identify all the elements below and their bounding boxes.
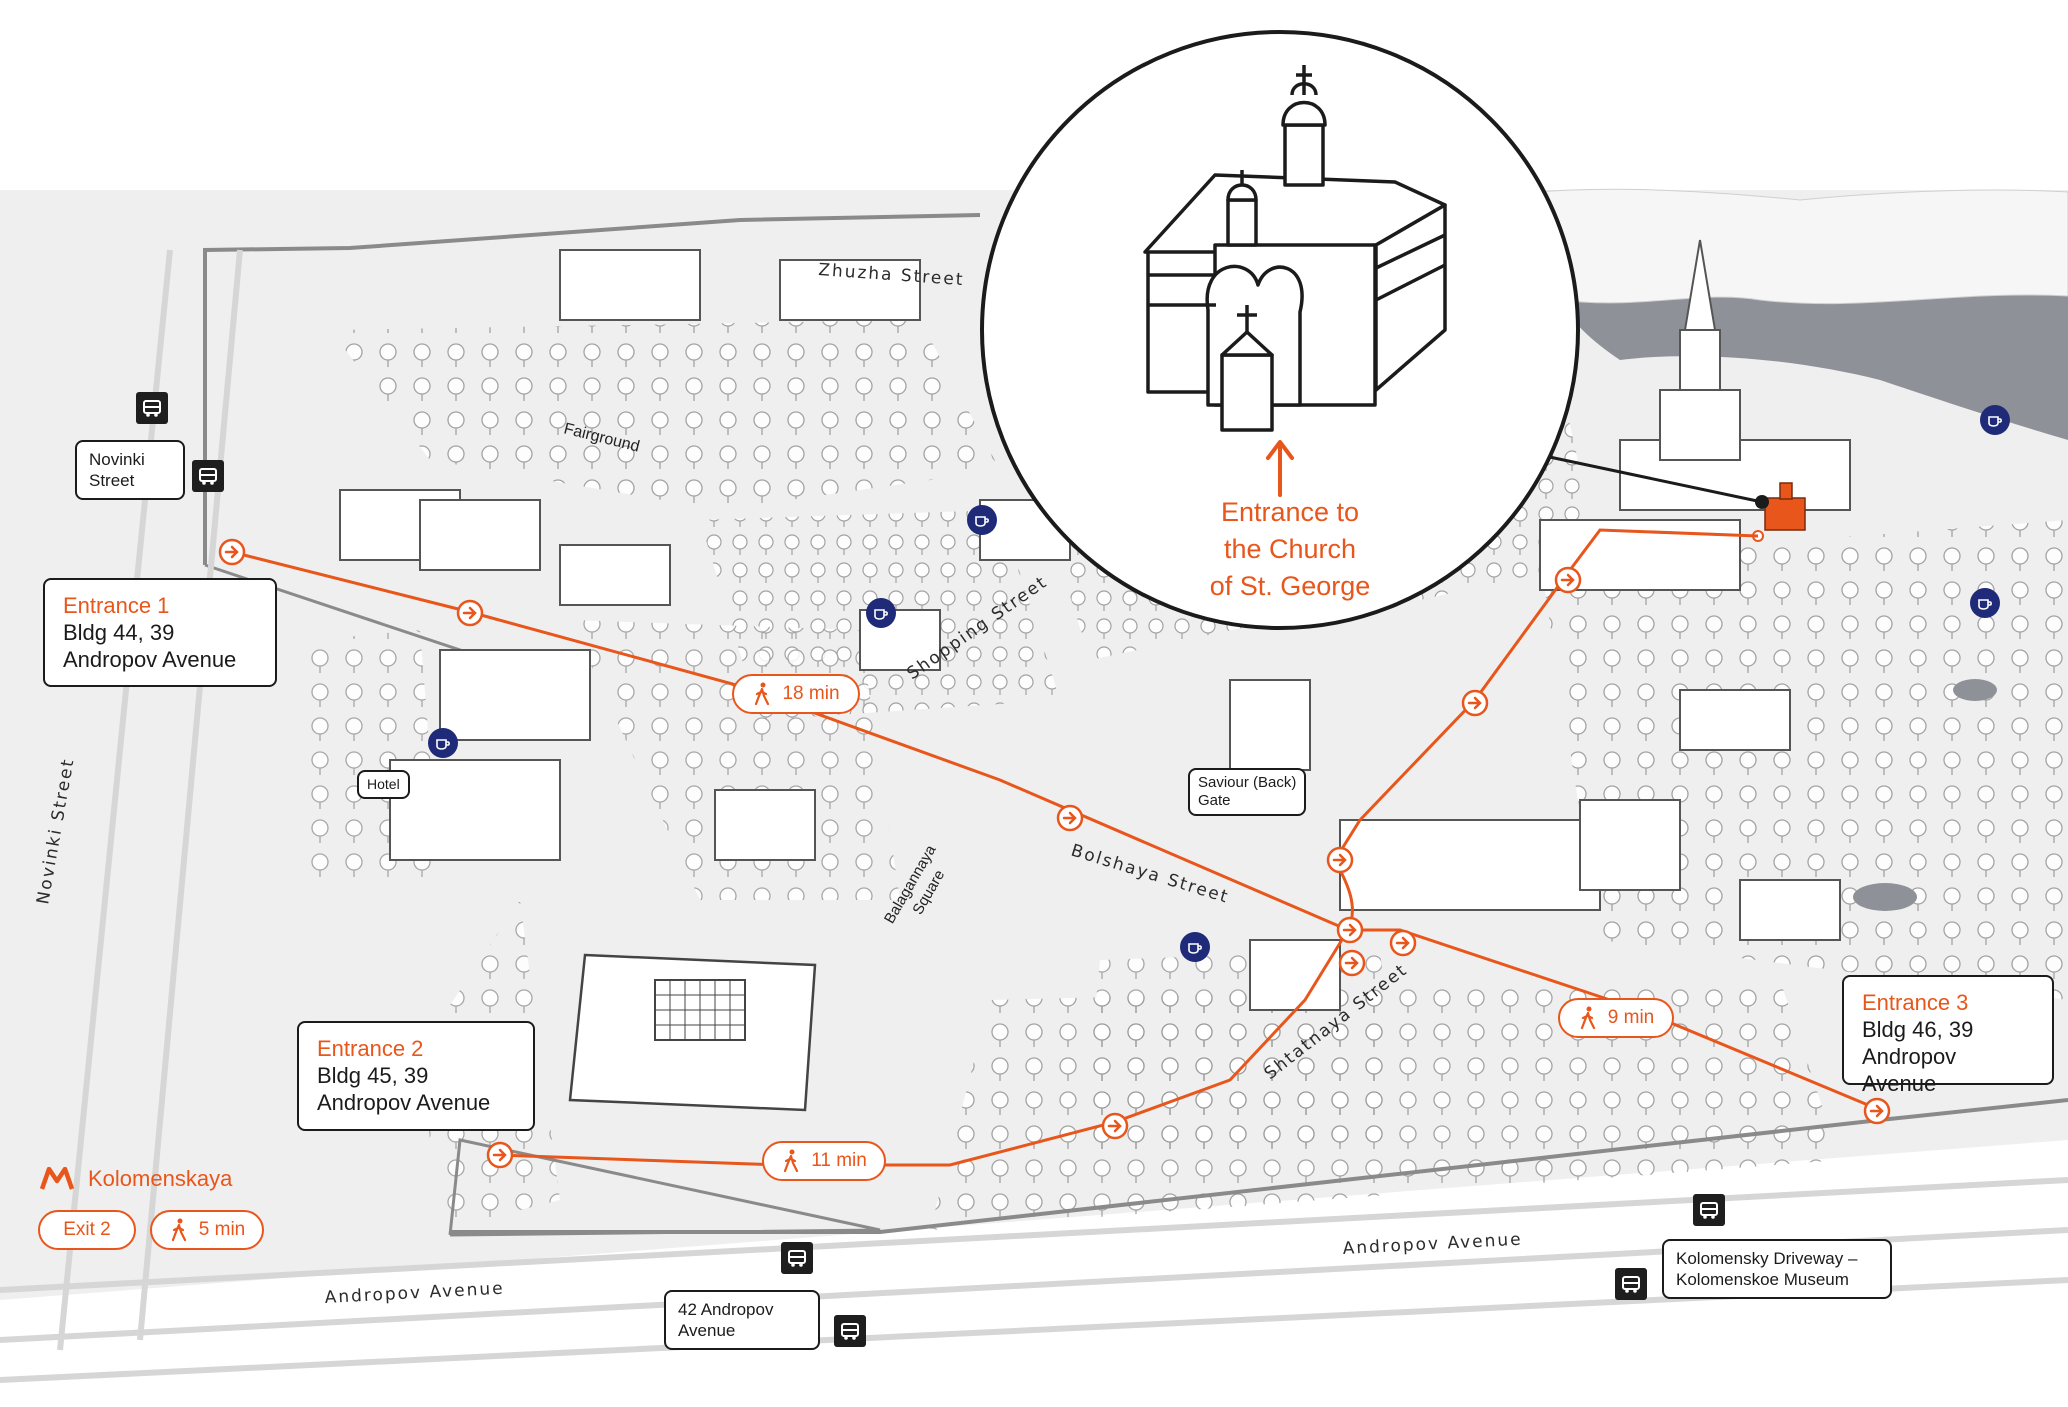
route-entrance-3 <box>1348 928 1881 1112</box>
metro-walk-time: 5 min <box>150 1210 264 1250</box>
entrance-3-callout[interactable]: Entrance 3 Bldg 46, 39 Andropov Avenue <box>1842 975 2054 1096</box>
route-arrow-icon <box>1863 1097 1891 1125</box>
pond <box>1853 883 1917 911</box>
entrance-2-title: Entrance 2 <box>317 1036 424 1061</box>
pond <box>1953 679 1997 701</box>
walk-time-entrance-2-text: 11 min <box>811 1150 867 1171</box>
church-of-st-george <box>1752 482 1806 542</box>
bus-stop-icon[interactable] <box>781 1242 813 1274</box>
entrance-2-line1: Bldg 45, 39 <box>317 1063 429 1088</box>
saviour-gate-label: Saviour (Back) Gate <box>1188 768 1307 816</box>
bus-stop-icon[interactable] <box>136 392 168 424</box>
entrance-2-callout[interactable]: Entrance 2 Bldg 45, 39 Andropov Avenue <box>297 1021 535 1131</box>
route-arrow-icon <box>456 599 484 627</box>
route-arrow-icon <box>1554 566 1582 594</box>
destination-line2: the Church <box>1223 534 1357 564</box>
entrance-1-title: Entrance 1 <box>63 593 170 618</box>
entrance-2-line2: Andropov Avenue <box>317 1090 491 1115</box>
walking-person-icon <box>755 682 770 706</box>
walking-person-icon <box>171 1218 186 1242</box>
cafe-icon[interactable] <box>1180 932 1210 962</box>
metro-walk-time-text: 5 min <box>198 1219 246 1240</box>
bus-stop-icon[interactable] <box>1615 1268 1647 1300</box>
entrance-1-callout[interactable]: Entrance 1 Bldg 44, 39 Andropov Avenue <box>43 578 277 687</box>
stop-novinki-line2: Street <box>89 471 135 490</box>
entrance-3-line1: Bldg 46, 39 <box>1862 1017 1974 1042</box>
saviour-gate-line1: Saviour (Back) <box>1198 774 1297 791</box>
route-arrow-icon <box>1101 1112 1129 1140</box>
bus-stop-icon[interactable] <box>192 460 224 492</box>
walk-time-entrance-3-text: 9 min <box>1607 1007 1655 1028</box>
metro-station-name: Kolomenskaya <box>88 1166 233 1191</box>
walk-time-entrance-1-text: 18 min <box>782 683 840 704</box>
stop-novinki-street[interactable]: Novinki Street <box>75 440 185 500</box>
street-label-andropov-right: Andropov Avenue <box>1342 1230 1523 1259</box>
route-arrow-icon <box>1056 804 1084 832</box>
park-wall <box>203 213 981 565</box>
stop-andropov42-line2: Avenue <box>678 1321 736 1340</box>
route-to-church <box>1333 528 1759 931</box>
route-arrow-icon <box>1338 949 1366 977</box>
stop-andropov42-line1: 42 Andropov <box>678 1300 774 1319</box>
metro-exit: Exit 2 <box>38 1210 136 1250</box>
route-arrow-icon <box>218 538 246 566</box>
buildings <box>339 249 1851 1011</box>
exhibition-hall <box>568 953 817 1112</box>
route-arrow-icon <box>1336 916 1364 944</box>
cafe-icon[interactable] <box>866 598 896 628</box>
bus-stop-icon[interactable] <box>1693 1194 1725 1226</box>
up-arrow-icon <box>1266 440 1294 497</box>
entrance-3-line2: Andropov Avenue <box>1862 1044 1957 1096</box>
stop-kolomensky-line2: Kolomenskoe Museum <box>1676 1270 1849 1289</box>
stop-42-andropov[interactable]: 42 Andropov Avenue <box>664 1290 820 1350</box>
destination-caption: Entrance to the Church of St. George <box>1140 494 1440 605</box>
route-arrow-icon <box>486 1141 514 1169</box>
novinki-road <box>57 249 243 1351</box>
entrance-1-line1: Bldg 44, 39 <box>63 620 175 645</box>
cafe-icon[interactable] <box>1980 405 2010 435</box>
bus-stop-icon[interactable] <box>834 1315 866 1347</box>
stop-kolomensky-line1: Kolomensky Driveway – <box>1676 1249 1858 1268</box>
street-label-andropov-left: Andropov Avenue <box>324 1279 505 1308</box>
entrance-3-title: Entrance 3 <box>1862 990 1969 1015</box>
route-arrow-icon <box>1326 846 1354 874</box>
walk-time-entrance-1: 18 min <box>732 674 860 714</box>
route-arrow-icon <box>1461 689 1489 717</box>
church-illustration <box>1143 65 1447 432</box>
destination-line3: of St. George <box>1209 571 1371 601</box>
metro-station: Kolomenskaya <box>40 1166 232 1192</box>
entrance-1-line2: Andropov Avenue <box>63 647 237 672</box>
hotel-label: Hotel <box>357 770 410 799</box>
walking-person-icon <box>1580 1006 1595 1030</box>
metro-exit-text: Exit 2 <box>63 1219 111 1240</box>
destination-line1: Entrance to <box>1220 497 1360 527</box>
walk-time-entrance-2: 11 min <box>762 1141 886 1181</box>
magnifier-pointer <box>1539 453 1763 504</box>
ascension-church <box>1659 239 1741 461</box>
stop-kolomensky-driveway[interactable]: Kolomensky Driveway – Kolomenskoe Museum <box>1662 1239 1892 1299</box>
walking-person-icon <box>784 1149 799 1173</box>
hotel-label-text: Hotel <box>367 776 400 792</box>
cafe-icon[interactable] <box>428 728 458 758</box>
saviour-gate-line2: Gate <box>1198 792 1231 809</box>
route-arrow-icon <box>1389 929 1417 957</box>
walk-time-entrance-3: 9 min <box>1558 998 1674 1038</box>
metro-logo-icon <box>40 1167 74 1190</box>
cafe-icon[interactable] <box>1970 588 2000 618</box>
stop-novinki-line1: Novinki <box>89 450 145 469</box>
cafe-icon[interactable] <box>967 505 997 535</box>
